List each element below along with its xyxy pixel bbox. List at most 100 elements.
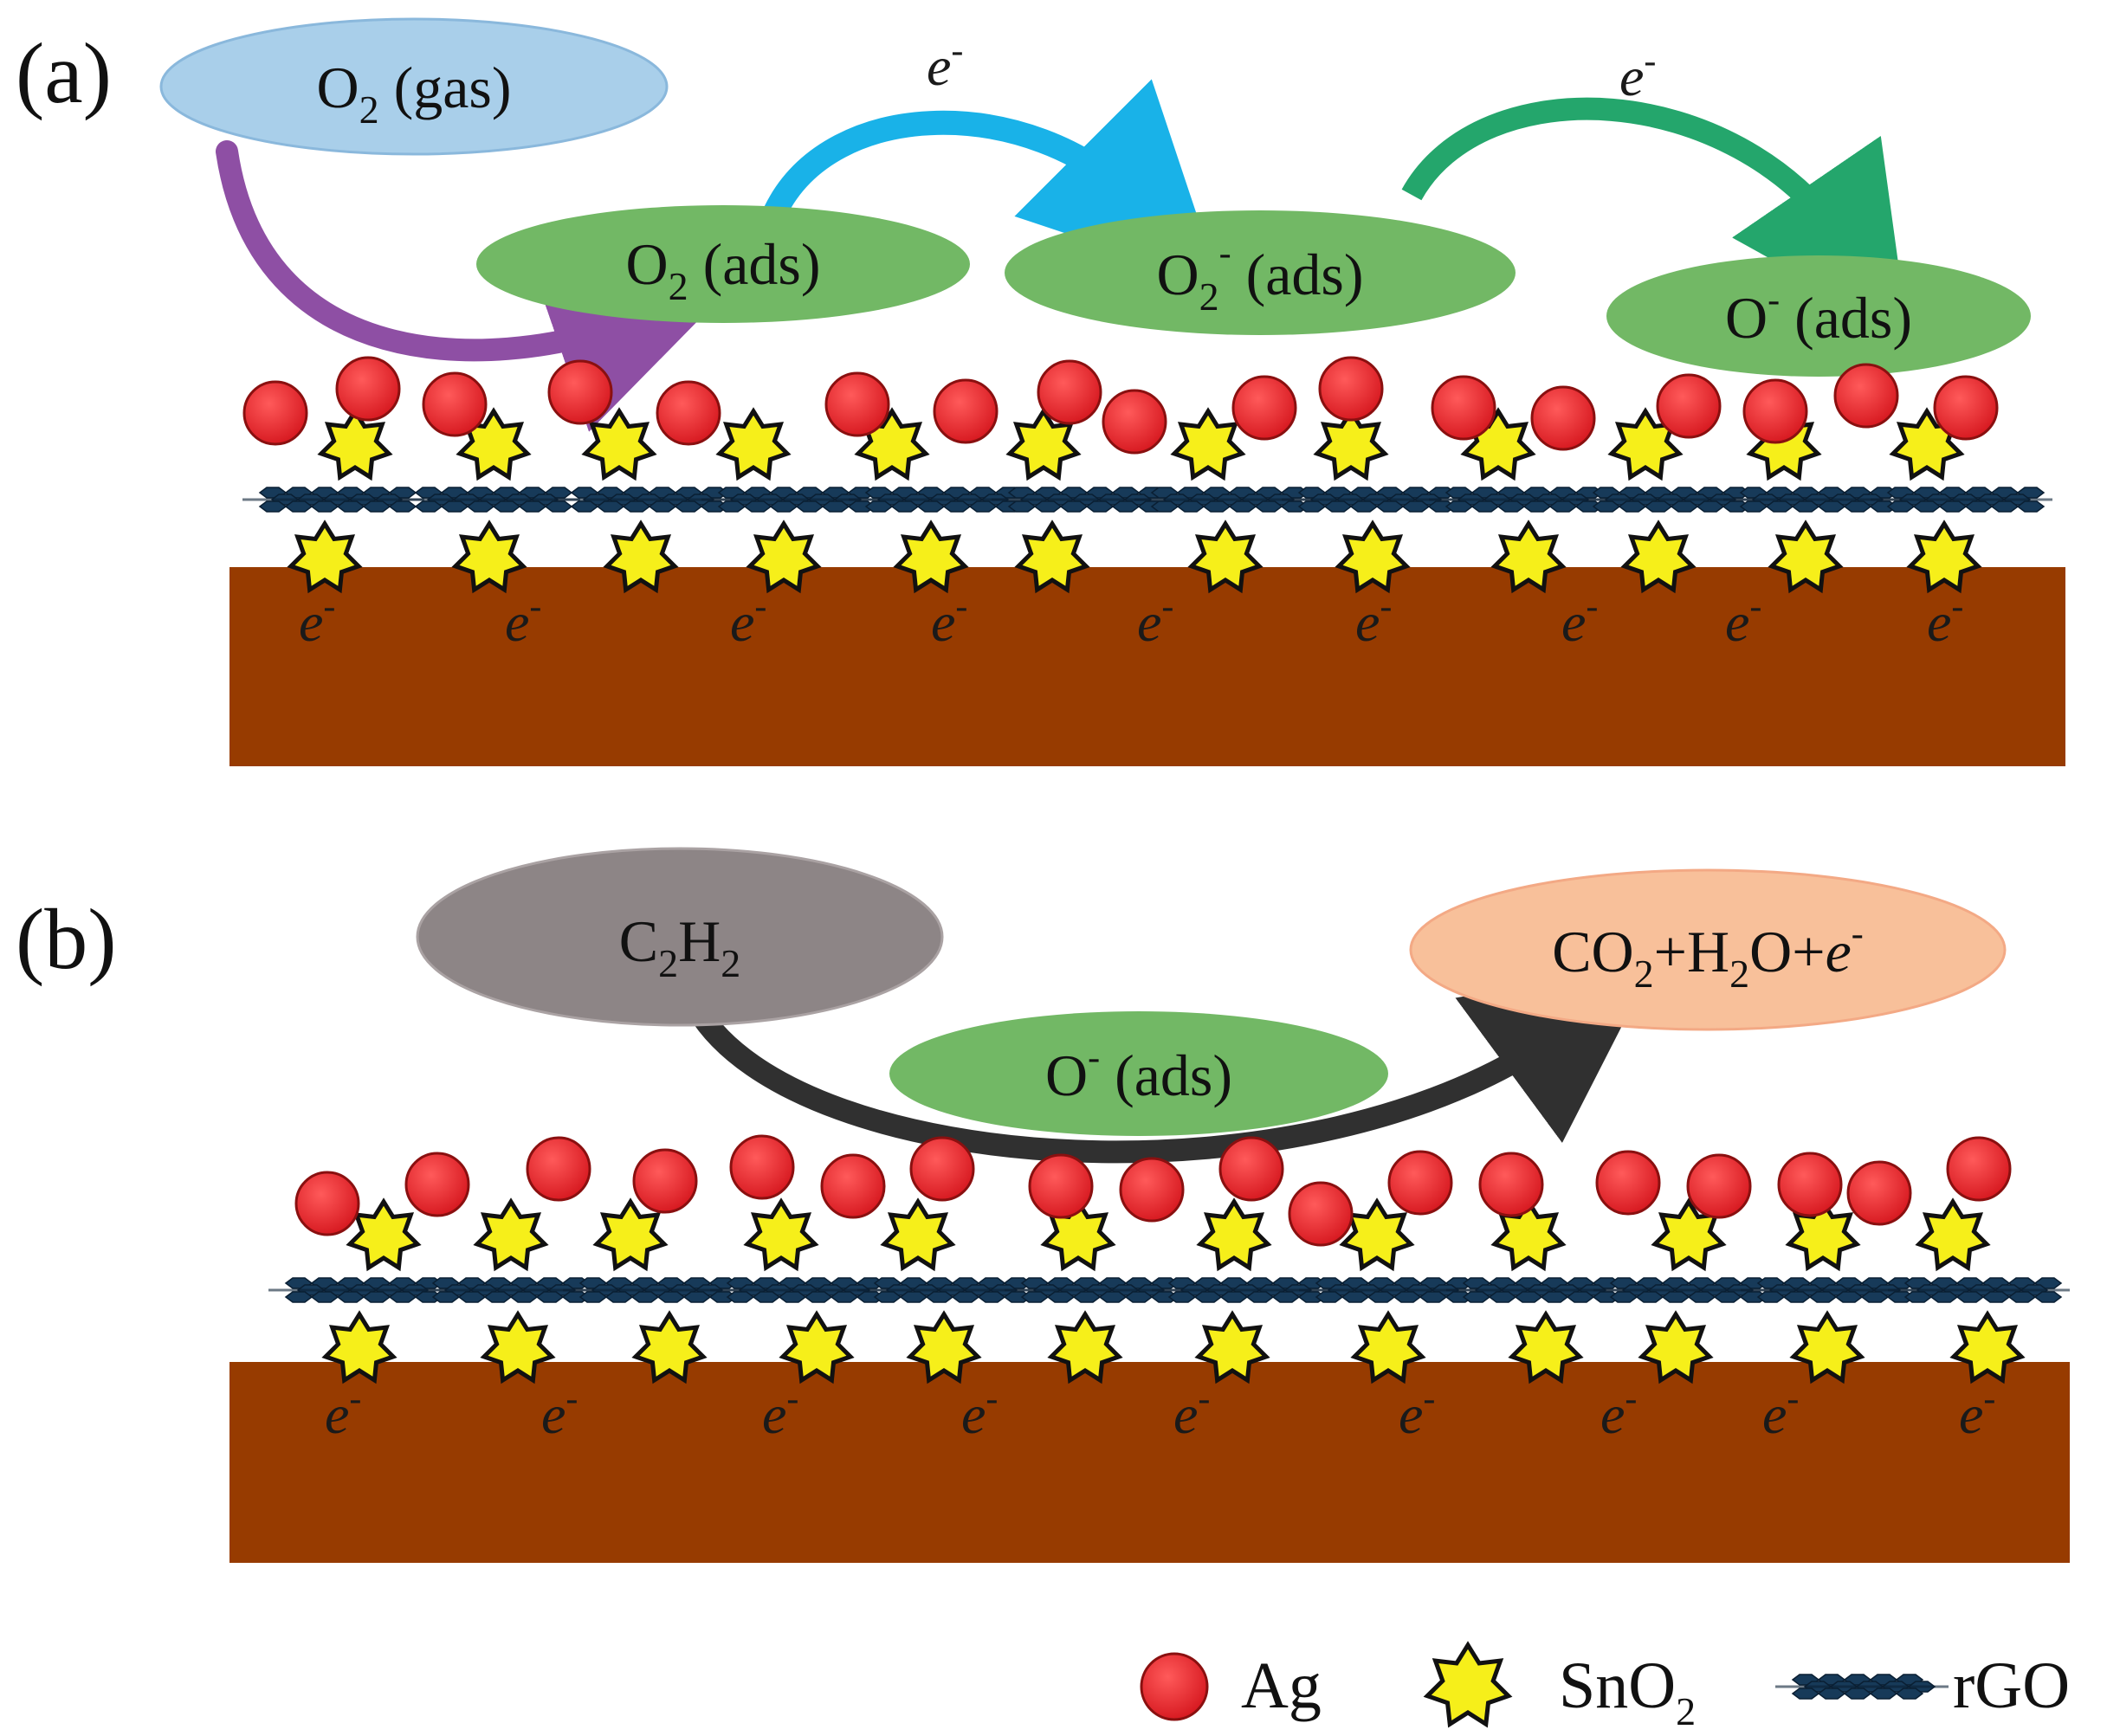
ag-particle [1742,378,1808,444]
electron-symbol: e- [762,1379,798,1445]
sno2-particle [1906,520,1982,594]
c2h2-label: C2H2 [619,908,740,985]
electron-symbol: e- [931,587,967,653]
legend-rgo-label: rGO [1953,1649,2070,1722]
sno2-particle [451,520,527,594]
ag-particle [526,1136,591,1202]
ag-particle [242,380,308,446]
sno2-particle [1194,1310,1270,1384]
ag-particle [547,359,613,425]
electron-symbol: e- [1600,1379,1637,1445]
electron-transfer-arrow-2 [1401,97,1909,336]
rgo-sheet [1888,1277,2070,1303]
product-label: CO2+H2O+e- [1552,914,1864,996]
sno2-particle [1651,1197,1727,1272]
sno2-particle [480,1310,556,1384]
ag-particle [1119,1157,1185,1223]
sno2-particle [473,1197,549,1272]
sno2-particle [1170,407,1246,481]
sno2-particle [1785,1197,1861,1272]
sno2-particle [1490,1197,1567,1272]
legend-rgo-icon [1775,1674,1949,1700]
ag-particle [1218,1136,1284,1202]
electron-symbol: e- [1561,587,1598,653]
electron-symbol: e- [1137,587,1173,653]
ag-particle [1946,1136,2012,1202]
electron-symbol: e- [299,587,335,653]
sno2-particle [893,520,969,594]
legend-sno2-icon [1423,1641,1513,1728]
o-minus-ads-label-b: O- (ads) [1045,1038,1232,1108]
rgo-sheet [1723,487,1905,513]
rgo-sheet [1741,1277,1923,1303]
ag-particle [1833,363,1899,429]
ag-particle [1318,356,1384,422]
rgo-sheet [1775,1674,1949,1700]
sno2-particle [1508,1310,1584,1384]
ag-particle [422,371,488,437]
sno2-particle [287,520,363,594]
electron-symbol: e- [961,1379,998,1445]
sno2-particle [1047,1310,1123,1384]
sno2-particle [779,1310,855,1384]
ag-particle [335,356,401,422]
ag-particle [824,371,890,437]
sno2-particle [880,1197,956,1272]
sno2-particle [1196,1197,1272,1272]
sno2-particle [1339,1197,1415,1272]
rgo-sheet [1005,1277,1186,1303]
ag-particle [1431,375,1496,441]
electron-symbol: e- [730,587,766,653]
rgo-sheet [857,1277,1039,1303]
electron-symbol: e- [1355,587,1392,653]
sno2-particle [603,520,679,594]
rgo-sheet [1134,487,1316,513]
rgo-sheet [1446,1277,1628,1303]
ag-particle [404,1152,470,1217]
sno2-particle [1789,1310,1865,1384]
electron-label-arrow-2: e- [1619,42,1656,107]
ag-particle [1595,1150,1661,1216]
o-minus-ads-bubble-b [889,1011,1388,1136]
sno2-particle [746,520,822,594]
sno2-particle [1620,520,1697,594]
ag-particle [1933,375,1999,441]
sno2-particle [317,407,393,481]
sensing-layer-b [268,1134,2070,1384]
sno2-particle [1335,520,1411,594]
electron-symbol: e- [1762,1379,1799,1445]
ag-particle [1530,385,1596,451]
sno2-particle [743,1197,819,1272]
sno2-particle [715,407,792,481]
rgo-sheet [710,1277,892,1303]
electron-symbol: e- [325,1379,361,1445]
sno2-particle [1915,1197,1991,1272]
sno2-particle [1949,1310,2026,1384]
rgo-sheet [849,487,1031,513]
o2-minus-ads-label: O2- (ads) [1156,234,1363,319]
ag-particle [1478,1152,1544,1217]
ag-particle [294,1171,360,1236]
ag-particle [1686,1153,1752,1219]
sno2-particle [321,1310,397,1384]
substrate-b [229,1362,2070,1563]
c2h2-bubble [416,847,944,1027]
ag-particle [1288,1181,1354,1247]
electron-label-arrow-1: e- [927,31,963,97]
sno2-particle [1638,1310,1714,1384]
rgo-sheet [1282,487,1464,513]
rgo-sheet [1593,1277,1775,1303]
o2-ads-bubble [476,205,970,323]
electron-symbol: e- [1927,587,1963,653]
electron-symbol: e- [505,587,541,653]
ag-particle [1777,1152,1843,1217]
electron-symbol: e- [1173,1379,1210,1445]
ag-particle [820,1153,886,1219]
sno2-particle [1350,1310,1426,1384]
ag-particle [1028,1153,1094,1219]
ag-particle [632,1148,698,1214]
panel-a: (a) O2 (gas) O2 (ads) O2- (ads) O- (ads)… [16,17,2065,766]
sno2-particle [1490,520,1567,594]
rgo-sheet [268,1277,450,1303]
